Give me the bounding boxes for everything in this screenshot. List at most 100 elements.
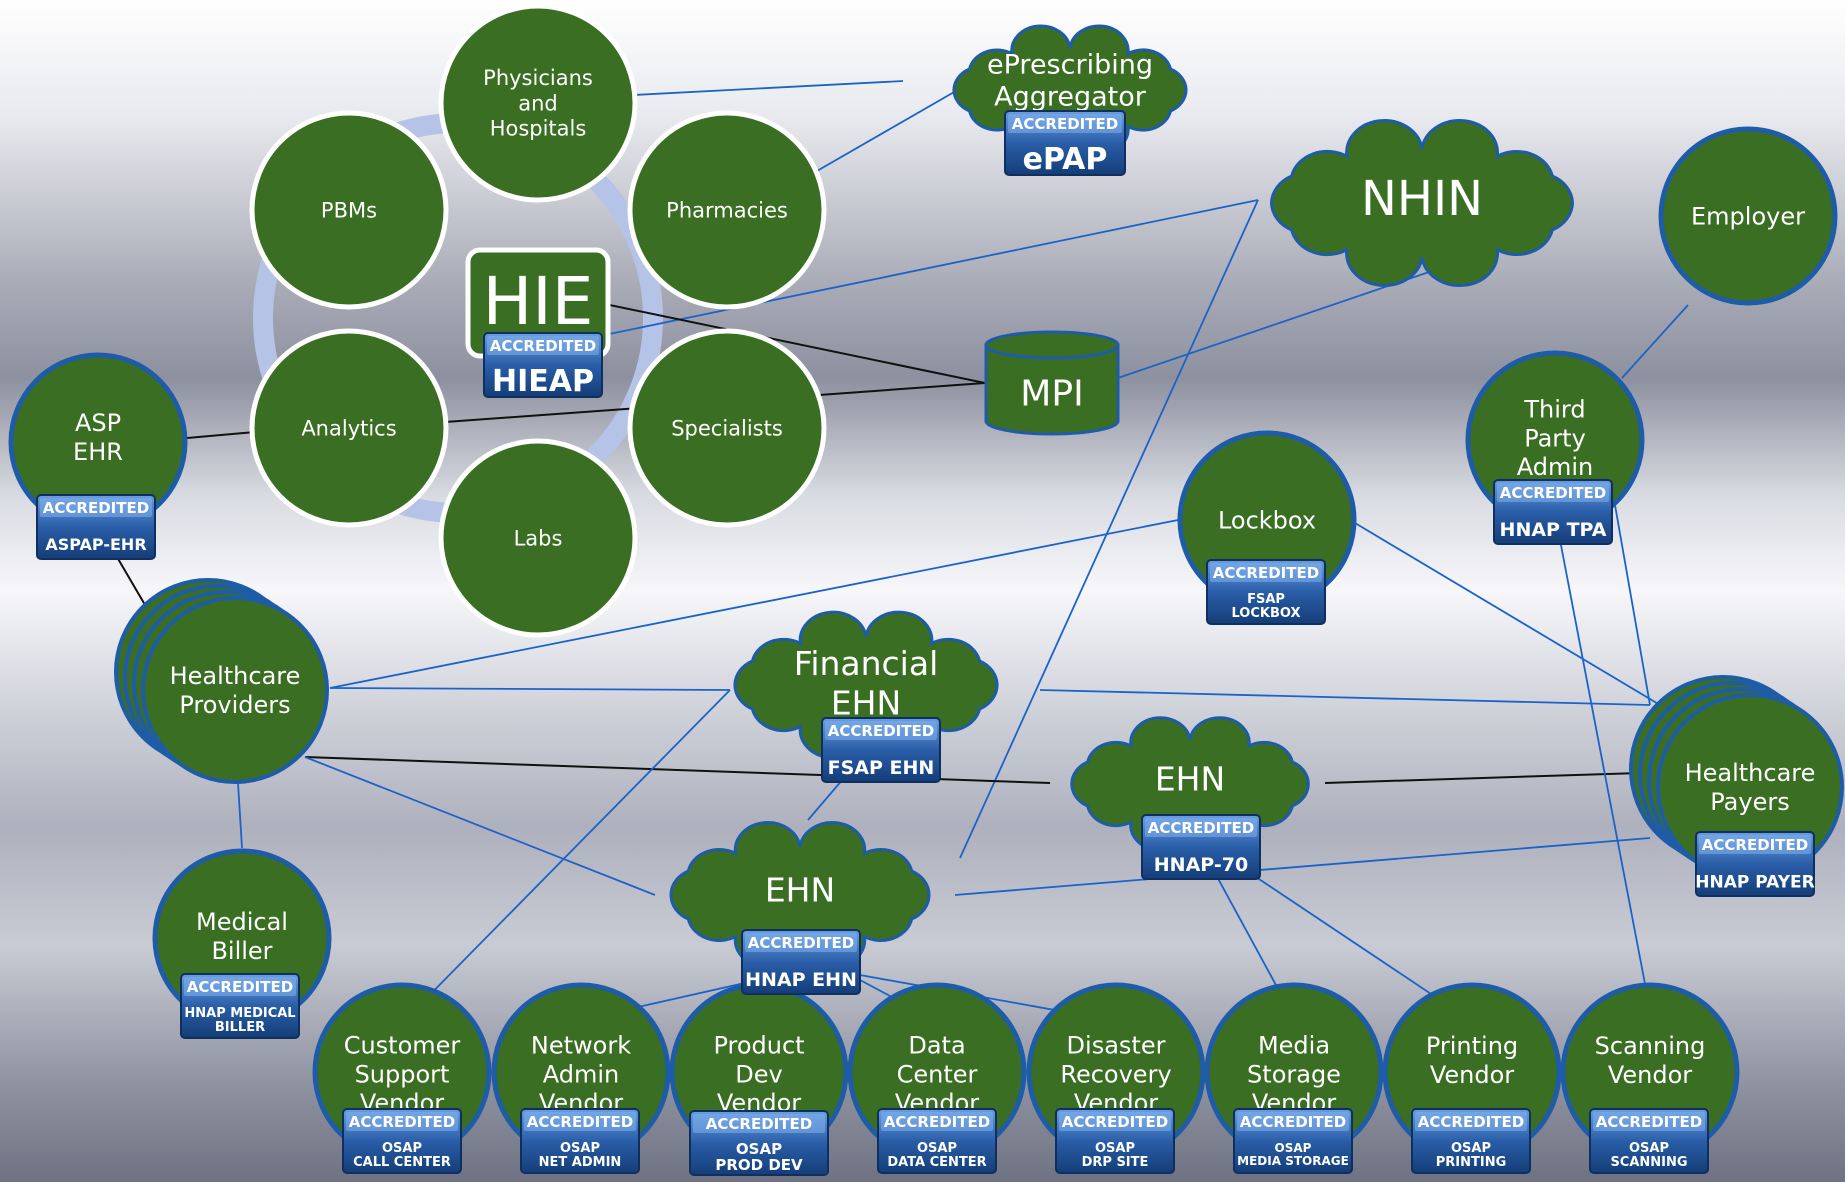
hie-label: HIE: [483, 263, 594, 340]
labs-label: Labs: [514, 526, 563, 550]
connection-line-5: [959, 199, 1259, 859]
badge-code-label: HIEAP: [492, 364, 594, 399]
pharmacies-label: Pharmacies: [666, 198, 788, 222]
pbms-label: PBMs: [321, 198, 377, 222]
node-specialists: Specialists: [627, 328, 827, 528]
badge-code-label: ASPAP-EHR: [45, 535, 146, 554]
mpi-label: MPI: [1020, 374, 1083, 415]
nhin-label: NHIN: [1361, 171, 1483, 227]
connection-line-17: [404, 689, 731, 1021]
analytics-label: Analytics: [301, 416, 396, 440]
ehn-right-label: EHN: [1155, 760, 1225, 799]
connection-line-2: [809, 79, 976, 176]
badge-hnap-payer: ACCREDITED HNAP PAYER: [1695, 831, 1815, 897]
accredited-label: ACCREDITED: [1240, 1113, 1346, 1131]
connection-line-8: [186, 431, 256, 439]
accredited-label: ACCREDITED: [1702, 836, 1808, 854]
badge-hnap-70: ACCREDITED HNAP-70: [1141, 814, 1261, 880]
connection-line-15: [304, 756, 656, 896]
accredited-label: ACCREDITED: [187, 978, 293, 996]
accredited-label: ACCREDITED: [706, 1115, 812, 1133]
node-labs: Labs: [438, 438, 638, 638]
connection-line-6: [599, 302, 986, 384]
node-analytics: Analytics: [249, 328, 449, 528]
specialists-label: Specialists: [671, 416, 783, 440]
lockbox-label: Lockbox: [1218, 506, 1316, 534]
connection-line-12: [1039, 689, 1651, 706]
badge-epap: ACCREDITED ePAP: [1004, 110, 1126, 177]
connection-line-21: [1621, 304, 1689, 379]
badge-hnap-ehn: ACCREDITED HNAP EHN: [741, 929, 861, 995]
accredited-label: ACCREDITED: [349, 1113, 455, 1131]
connection-line-16: [237, 782, 243, 849]
node-mpi: MPI: [984, 330, 1120, 436]
badge-code-label: HNAP PAYER: [1695, 872, 1814, 892]
accredited-label: ACCREDITED: [490, 337, 596, 355]
node-hie: HIE: [465, 247, 611, 359]
node-pharmacies: Pharmacies: [627, 110, 827, 310]
accredited-label: ACCREDITED: [748, 934, 854, 952]
connection-line-20: [1354, 522, 1661, 706]
connection-line-3: [589, 199, 1259, 339]
connection-line-9: [116, 556, 149, 611]
accredited-label: ACCREDITED: [1148, 819, 1254, 837]
accredited-label: ACCREDITED: [828, 722, 934, 740]
node-nhin: NHIN: [1269, 118, 1575, 288]
badge-code-label: FSAP EHN: [828, 757, 935, 779]
badge-fsap-ehn: ACCREDITED FSAP EHN: [821, 717, 941, 783]
badge-code-label: HNAP EHN: [745, 969, 857, 991]
node-pbms: PBMs: [249, 110, 449, 310]
badge-code-label: HNAP-70: [1154, 854, 1248, 876]
connection-line-22: [1614, 504, 1651, 706]
accredited-label: ACCREDITED: [1418, 1113, 1524, 1131]
connection-line-23: [1559, 539, 1651, 1011]
accredited-label: ACCREDITED: [1012, 115, 1118, 133]
accredited-label: ACCREDITED: [1062, 1113, 1168, 1131]
badge-code-label: HNAP TPA: [1500, 519, 1607, 541]
connection-line-19: [954, 837, 1651, 896]
badges: ACCREDITEDePAPACCREDITEDHIEAPACCREDITEDA…: [36, 110, 1815, 1176]
connection-line-1: [633, 80, 904, 96]
badge-code-label: ePAP: [1023, 142, 1108, 177]
connection-line-14: [1324, 772, 1641, 784]
connection-lines: [116, 79, 1689, 1021]
employer-label: Employer: [1691, 202, 1805, 230]
connection-line-11: [329, 687, 731, 691]
badge-hieap: ACCREDITED HIEAP: [483, 332, 603, 399]
